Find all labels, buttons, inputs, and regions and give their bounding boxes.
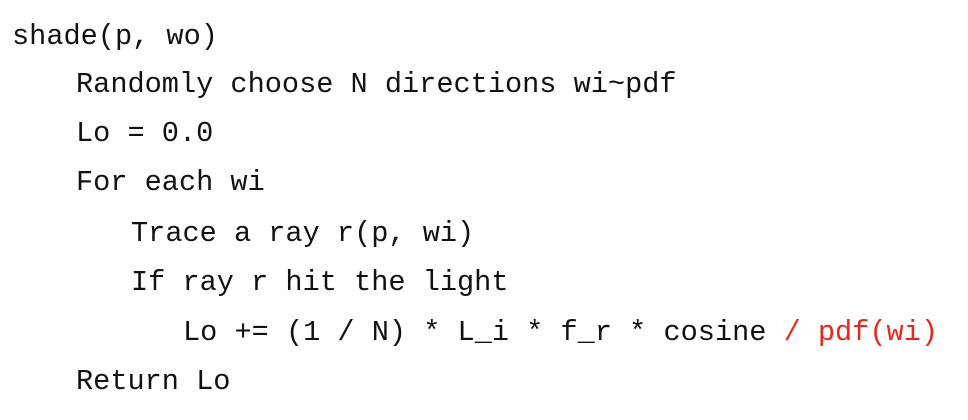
code-line-accumulate: Lo += (1 / N) * L_i * f_r * cosine / pdf…	[183, 316, 938, 350]
accumulate-expression: Lo += (1 / N) * L_i * f_r * cosine	[183, 316, 784, 349]
code-line-return: Return Lo	[76, 365, 231, 398]
code-line-init-lo: Lo = 0.0	[76, 117, 214, 150]
code-line-choose-directions: Randomly choose N directions wi~pdf	[76, 68, 677, 101]
code-line-if-hit: If ray r hit the light	[131, 266, 509, 299]
code-line-trace-ray: Trace a ray r(p, wi)	[131, 217, 475, 250]
code-line-function-signature: shade(p, wo)	[12, 20, 218, 53]
code-line-for-each: For each wi	[76, 166, 265, 199]
pdf-division-highlight: / pdf(wi)	[783, 316, 939, 349]
